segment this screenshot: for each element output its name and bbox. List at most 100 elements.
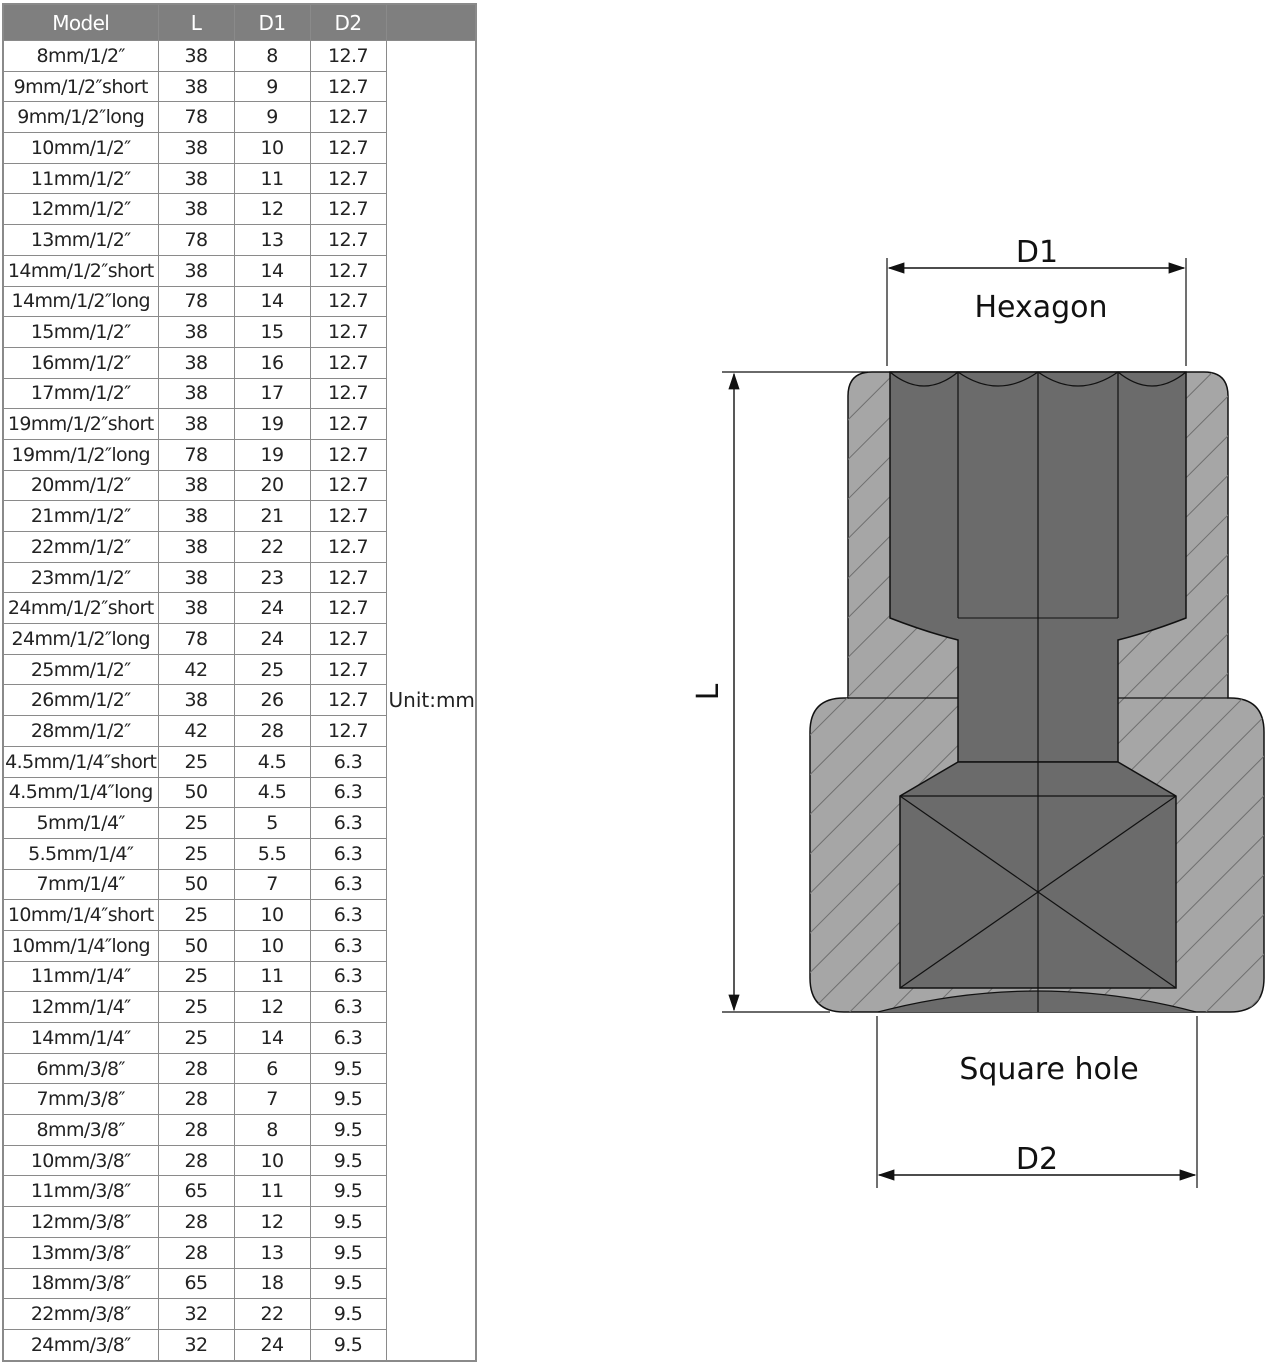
cell-d1: 19	[233, 408, 311, 440]
cell-d1: 4.5	[233, 745, 311, 778]
cell-l: 38	[157, 500, 235, 532]
cell-l: 25	[157, 899, 235, 931]
cell-d2: 6.3	[309, 868, 387, 901]
cell-d2: 12.7	[309, 224, 387, 256]
cell-d1: 26	[233, 684, 311, 717]
d1-label: D1	[1016, 235, 1058, 270]
cell-d2: 12.7	[309, 132, 387, 164]
cell-d1: 10	[233, 929, 311, 962]
cell-d1: 14	[233, 254, 311, 287]
cell-d2: 6.3	[309, 929, 387, 962]
cell-d2: 12.7	[309, 684, 387, 717]
cell-model: 15mm/1/2″	[2, 316, 159, 348]
cell-d1: 10	[233, 132, 311, 164]
cell-l: 28	[157, 1236, 235, 1269]
cell-l: 38	[157, 377, 235, 410]
cell-model: 19mm/1/2″long	[2, 438, 159, 471]
cell-l: 38	[157, 254, 235, 287]
cell-d2: 12.7	[309, 346, 387, 379]
cell-d1: 4.5	[233, 776, 311, 809]
cell-d1: 20	[233, 469, 311, 502]
cell-d2: 9.5	[309, 1236, 387, 1269]
cell-l: 32	[157, 1328, 235, 1362]
cell-l: 28	[157, 1206, 235, 1238]
cell-d2: 6.3	[309, 899, 387, 931]
cell-d1: 9	[233, 70, 311, 103]
cell-model: 10mm/1/2″	[2, 132, 159, 164]
cell-l: 38	[157, 531, 235, 563]
cell-model: 4.5mm/1/4″short	[2, 745, 159, 778]
cell-model: 6mm/3/8″	[2, 1052, 159, 1085]
cell-model: 16mm/1/2″	[2, 346, 159, 379]
cell-model: 7mm/3/8″	[2, 1083, 159, 1116]
cell-model: 10mm/3/8″	[2, 1144, 159, 1177]
cell-d1: 5.5	[233, 837, 311, 870]
cell-d1: 13	[233, 224, 311, 256]
cell-model: 10mm/1/4″short	[2, 899, 159, 931]
cell-l: 38	[157, 469, 235, 502]
cell-model: 24mm/1/2″short	[2, 592, 159, 625]
cell-d2: 12.7	[309, 40, 387, 72]
header-l: L	[157, 3, 235, 41]
cell-d1: 25	[233, 653, 311, 686]
cell-d2: 12.7	[309, 101, 387, 134]
cell-d1: 9	[233, 101, 311, 134]
cell-d2: 6.3	[309, 837, 387, 870]
cell-d2: 9.5	[309, 1052, 387, 1085]
cell-d2: 9.5	[309, 1175, 387, 1208]
cell-model: 21mm/1/2″	[2, 500, 159, 532]
cell-d2: 6.3	[309, 991, 387, 1023]
cell-l: 38	[157, 408, 235, 440]
cell-d1: 10	[233, 899, 311, 931]
header-d2: D2	[309, 3, 387, 41]
cell-model: 11mm/1/4″	[2, 960, 159, 993]
cell-model: 12mm/3/8″	[2, 1206, 159, 1238]
square-hole-label: Square hole	[959, 1052, 1138, 1087]
cell-d1: 7	[233, 868, 311, 901]
cell-d2: 12.7	[309, 623, 387, 655]
cell-l: 28	[157, 1114, 235, 1146]
cell-l: 78	[157, 623, 235, 655]
cell-model: 8mm/1/2″	[2, 40, 159, 72]
cell-l: 38	[157, 40, 235, 72]
cell-d2: 12.7	[309, 377, 387, 410]
d2-dimension: Square hole D2	[876, 1016, 1198, 1188]
cell-model: 19mm/1/2″short	[2, 408, 159, 440]
cell-d1: 10	[233, 1144, 311, 1177]
cell-l: 38	[157, 162, 235, 195]
cell-model: 14mm/1/2″short	[2, 254, 159, 287]
unit-label: Unit:mm	[385, 39, 477, 1362]
cell-l: 32	[157, 1298, 235, 1330]
cell-d2: 9.5	[309, 1267, 387, 1300]
cell-d2: 12.7	[309, 162, 387, 195]
cell-l: 38	[157, 132, 235, 164]
cell-l: 38	[157, 316, 235, 348]
cell-model: 13mm/3/8″	[2, 1236, 159, 1269]
cell-d1: 18	[233, 1267, 311, 1300]
